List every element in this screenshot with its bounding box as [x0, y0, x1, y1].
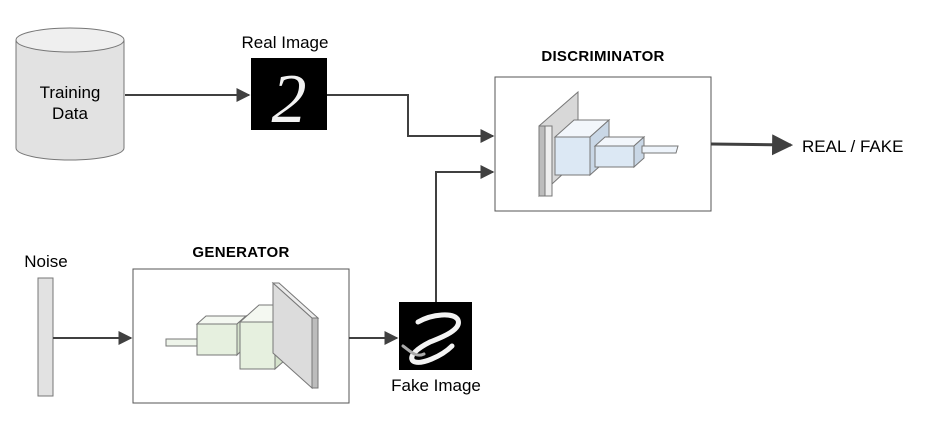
training-data-cylinder-icon: [15, 27, 125, 161]
fake-image-label: Fake Image: [391, 376, 481, 395]
generator-network-icon: [165, 281, 320, 390]
arrow-discriminator-to-output: [710, 134, 794, 156]
real-image: 2: [251, 58, 327, 138]
discriminator-box: [494, 76, 712, 212]
real-image-digit: 2: [272, 61, 307, 138]
real-image-label: Real Image: [241, 33, 329, 52]
discriminator-network-icon: [538, 90, 679, 198]
noise-vector: [37, 277, 54, 397]
arrow-real-image-to-discriminator: [327, 94, 495, 143]
arrow-fake-image-to-discriminator: [435, 165, 495, 302]
generator-title: GENERATOR: [192, 244, 290, 261]
generator-box: [132, 268, 350, 404]
noise-label: Noise: [24, 252, 68, 271]
training-data-label-line2: Data: [52, 104, 88, 123]
training-data-label-line1: Training: [39, 83, 101, 102]
output-label: REAL / FAKE: [802, 137, 904, 156]
discriminator-title: DISCRIMINATOR: [541, 48, 665, 65]
connectors: [53, 88, 794, 345]
fake-image: [399, 302, 472, 370]
